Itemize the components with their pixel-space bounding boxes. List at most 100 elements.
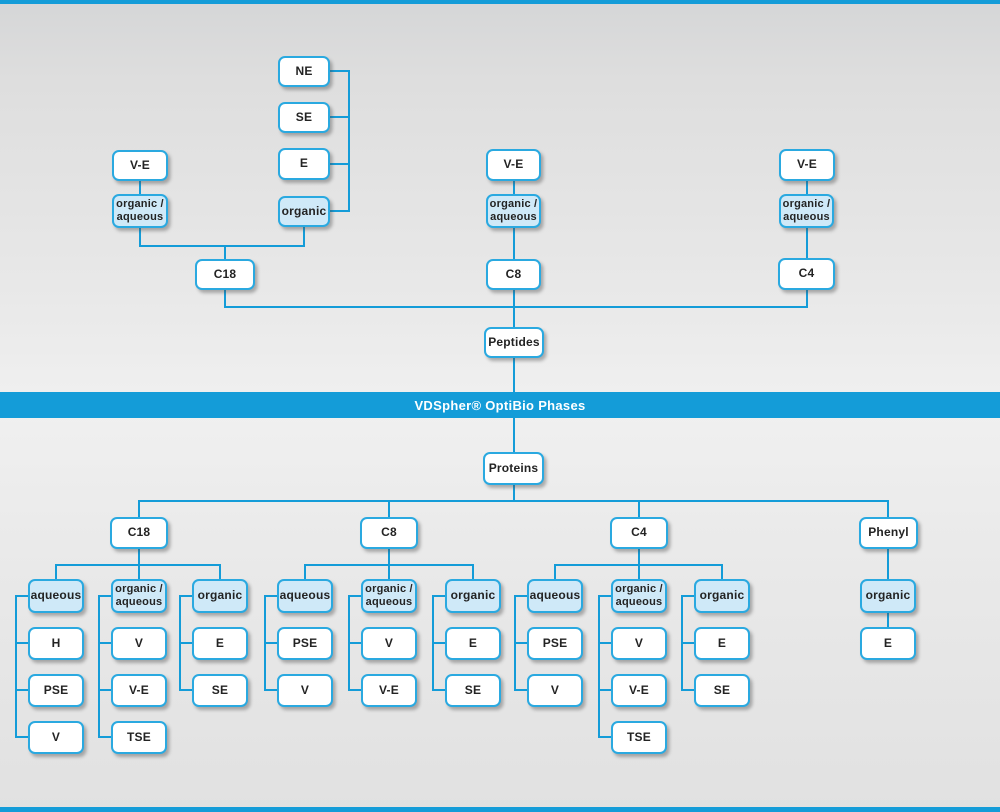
banner: VDSpher® OptiBio Phases (0, 392, 1000, 418)
c4-test-e: E (694, 627, 750, 660)
peptides-c18-test-se: SE (278, 102, 330, 133)
proteins-c4-box: C4 (610, 517, 668, 549)
proteins-phenyl-box: Phenyl (859, 517, 918, 549)
peptides-c8-box: C8 (486, 259, 541, 290)
connector-line (514, 642, 529, 644)
c8-test-e: E (445, 627, 501, 660)
connector-line (681, 689, 696, 691)
top-accent-bar (0, 0, 1000, 4)
connector-line (514, 689, 529, 691)
connector-line (513, 289, 515, 329)
c8-test-ve: V-E (361, 674, 417, 707)
connector-line (887, 612, 889, 628)
connector-line (138, 548, 140, 566)
connector-line (98, 642, 113, 644)
connector-line (554, 564, 723, 566)
bottom-accent-bar (0, 807, 1000, 812)
connector-line (15, 642, 30, 644)
peptides-c18-test-ne: NE (278, 56, 330, 87)
c8-phase-organic-aqueous: organic / aqueous (361, 579, 417, 613)
connector-line (513, 357, 515, 393)
c8-phase-organic: organic (445, 579, 501, 613)
c4-phase-organic: organic (694, 579, 750, 613)
connector-line (598, 595, 600, 738)
connector-line (681, 595, 696, 597)
connector-line (98, 736, 113, 738)
connector-line (388, 500, 390, 518)
connector-line (98, 595, 100, 738)
c4-test-v2: V (611, 627, 667, 660)
proteins-c8-box: C8 (360, 517, 418, 549)
connector-line (514, 595, 529, 597)
connector-line (348, 689, 363, 691)
connector-line (681, 642, 696, 644)
connector-line (264, 689, 279, 691)
connector-line (330, 116, 350, 118)
connector-line (139, 180, 141, 196)
c4-phase-organic-aqueous: organic / aqueous (611, 579, 667, 613)
connector-line (138, 564, 140, 580)
connector-line (598, 736, 613, 738)
connector-line (638, 564, 640, 580)
connector-line (303, 226, 305, 247)
connector-line (98, 595, 113, 597)
connector-line (179, 689, 194, 691)
connector-line (432, 689, 447, 691)
connector-line (179, 642, 194, 644)
phenyl-phase-organic: organic (860, 579, 916, 613)
connector-line (887, 500, 889, 518)
c18-phase-organic-aqueous: organic / aqueous (111, 579, 167, 613)
connector-line (598, 595, 613, 597)
c18-phase-aqueous: aqueous (28, 579, 84, 613)
c8-test-v: V (277, 674, 333, 707)
c18-phase-organic: organic (192, 579, 248, 613)
connector-line (264, 642, 279, 644)
connector-line (219, 564, 221, 580)
connector-line (348, 642, 363, 644)
connector-line (638, 500, 640, 518)
connector-line (304, 564, 306, 580)
peptides-c18-phase-organic: organic (278, 196, 330, 227)
connector-line (513, 417, 515, 453)
connector-line (472, 564, 474, 580)
connector-line (513, 484, 515, 502)
connector-line (138, 500, 140, 518)
connector-line (15, 595, 30, 597)
connector-line (224, 306, 808, 308)
banner-title: VDSpher® OptiBio Phases (414, 397, 586, 413)
connector-line (224, 245, 226, 260)
peptides-c18-phase-organic-aqueous: organic / aqueous (112, 194, 168, 228)
connector-line (638, 548, 640, 566)
connector-line (264, 595, 279, 597)
connector-line (304, 564, 474, 566)
c18-test-e: E (192, 627, 248, 660)
c8-test-se: SE (445, 674, 501, 707)
c18-test-se: SE (192, 674, 248, 707)
peptides-root-box: Peptides (484, 327, 544, 358)
c4-test-ve: V-E (611, 674, 667, 707)
connector-line (388, 548, 390, 566)
connector-line (388, 564, 390, 580)
c4-test-tse: TSE (611, 721, 667, 754)
connector-line (513, 227, 515, 260)
c18-test-ve: V-E (111, 674, 167, 707)
connector-line (598, 642, 613, 644)
c4-phase-aqueous: aqueous (527, 579, 583, 613)
peptides-c8-test-ve: V-E (486, 149, 541, 181)
connector-line (806, 289, 808, 308)
connector-line (513, 180, 515, 196)
connector-line (348, 70, 350, 212)
c18-test-v: V (28, 721, 84, 754)
c18-test-pse: PSE (28, 674, 84, 707)
peptides-c18-test-e: E (278, 148, 330, 180)
connector-line (98, 689, 113, 691)
connector-line (224, 289, 226, 308)
connector-line (330, 70, 350, 72)
connector-line (15, 689, 30, 691)
connector-line (348, 595, 363, 597)
c8-test-v2: V (361, 627, 417, 660)
phenyl-test-e: E (860, 627, 916, 660)
connector-line (806, 180, 808, 196)
c4-test-v: V (527, 674, 583, 707)
